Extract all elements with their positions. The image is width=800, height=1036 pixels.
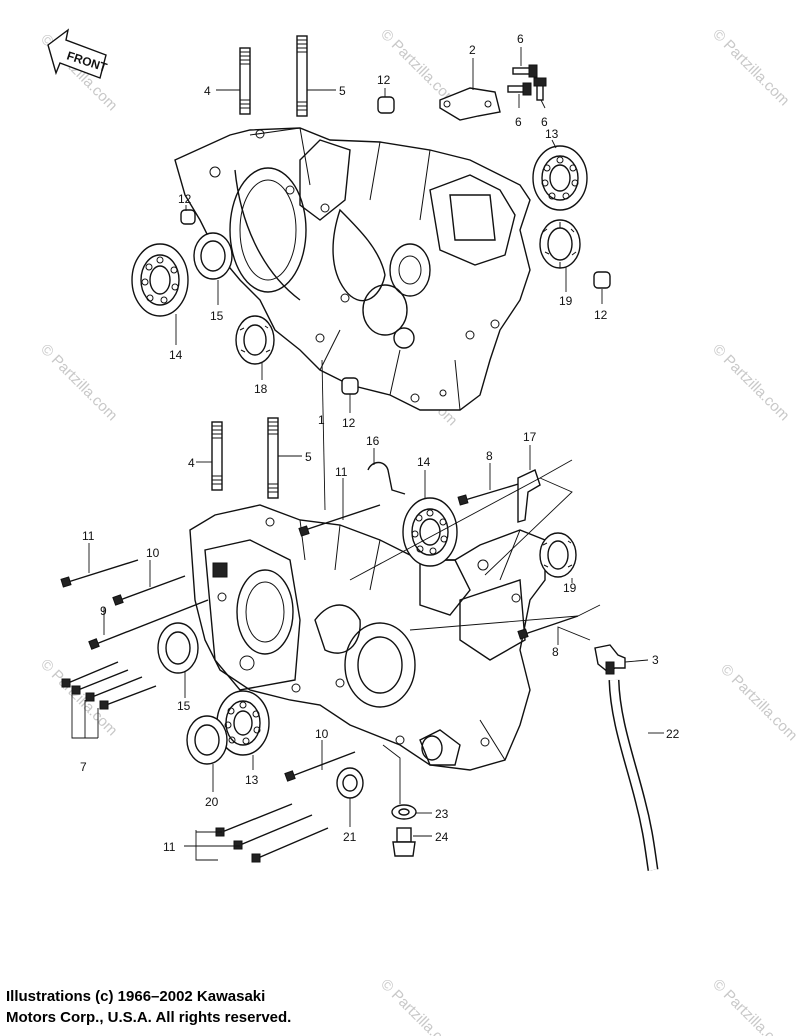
dowel-pin-icon: [341, 377, 359, 395]
callout-c12b: 12: [178, 192, 192, 206]
stud-bolt-icon: [267, 417, 279, 499]
watermark: © Partzilla.com: [37, 341, 120, 424]
oil-seal-icon: [157, 622, 199, 674]
callout-c11b: 11: [82, 529, 95, 543]
stud-bolt-icon: [211, 421, 223, 491]
copyright-line-2: Motors Corp., U.S.A. All rights reserved…: [6, 1009, 292, 1026]
bolt-icon: [60, 559, 139, 588]
callout-c11c: 11: [163, 840, 176, 854]
callout-c23: 23: [435, 807, 449, 821]
callout-c6a: 6: [517, 32, 524, 46]
callout-c4b: 4: [188, 456, 195, 470]
callout-c6b: 6: [515, 115, 522, 129]
bolt-icon: [251, 827, 329, 863]
upper-parts: [131, 35, 611, 395]
oil-seal-icon: [193, 232, 233, 280]
stud-bolt-icon: [239, 47, 251, 115]
bolt-icon: [284, 751, 356, 782]
watermark: © Partzilla.com: [717, 661, 800, 744]
callout-c15b: 15: [177, 699, 191, 713]
callout-c20: 20: [205, 795, 219, 809]
callout-c5a: 5: [339, 84, 346, 98]
ball-bearing-icon: [216, 690, 270, 756]
bolt-icon: [233, 814, 313, 850]
ball-bearing-icon: [131, 243, 189, 317]
ball-bearing-icon: [532, 145, 588, 211]
callout-c14a: 14: [169, 348, 183, 362]
callout-c14b: 14: [417, 455, 431, 469]
bolt-icon: [61, 661, 119, 688]
callout-c19b: 19: [563, 581, 577, 595]
screw-icon: [507, 82, 532, 96]
callout-c8a: 8: [486, 449, 493, 463]
callout-c13a: 13: [545, 127, 559, 141]
callout-c19a: 19: [559, 294, 573, 308]
callout-c9: 9: [100, 604, 107, 618]
callout-c10a: 10: [146, 546, 160, 560]
callout-c13b: 13: [245, 773, 259, 787]
lower-parts: [60, 417, 659, 871]
dowel-pin-icon: [593, 271, 611, 289]
callout-c24: 24: [435, 830, 449, 844]
copyright-notice: Illustrations (c) 1966–2002 Kawasaki Mot…: [6, 986, 426, 1028]
copyright-line-1: Illustrations (c) 1966–2002 Kawasaki: [6, 988, 266, 1005]
callout-c6c: 6: [541, 115, 548, 129]
bolt-icon: [112, 575, 186, 606]
callout-c3: 3: [652, 653, 659, 667]
callout-c7: 7: [80, 760, 87, 774]
drain-plug-icon: [392, 827, 416, 857]
bolt-icon: [71, 669, 129, 695]
callout-labels: 4 5 12 2 6 6 6 13 12 14 15 18 19 12 12 1…: [80, 32, 680, 854]
callout-c2: 2: [469, 43, 476, 57]
oil-seal-icon: [336, 767, 364, 799]
callout-c11a: 11: [335, 465, 348, 479]
dowel-pin-icon: [377, 96, 395, 114]
bolt-icon: [88, 599, 209, 650]
hose-fitting-icon: [594, 644, 626, 675]
lower-crankcase: [189, 504, 546, 771]
screw-icon: [533, 77, 547, 101]
watermark: © Partzilla.com: [709, 341, 792, 424]
oil-seal-icon: [186, 715, 228, 765]
callout-c15a: 15: [210, 309, 224, 323]
stud-bolt-icon: [296, 35, 308, 117]
needle-bearing-icon: [539, 219, 581, 269]
callout-c17: 17: [523, 430, 537, 444]
callout-c8b: 8: [552, 645, 559, 659]
bracket-icon: [517, 469, 541, 523]
leader-lines: [71, 47, 664, 861]
callout-c4a: 4: [204, 84, 211, 98]
callout-c12d: 12: [342, 416, 356, 430]
upper-crankcase: [174, 127, 531, 411]
callout-c21: 21: [343, 830, 357, 844]
bolt-icon: [517, 615, 579, 640]
bolt-icon: [99, 685, 157, 710]
callout-c16: 16: [366, 434, 380, 448]
bolt-icon: [298, 504, 381, 537]
callout-c22: 22: [666, 727, 680, 741]
needle-bearing-icon: [235, 315, 275, 365]
watermark: © Partzilla.com: [37, 656, 120, 739]
front-arrow-icon: FRONT: [47, 28, 109, 79]
callout-c1: 1: [318, 413, 325, 427]
bolt-icon: [457, 481, 526, 506]
cable-clip-icon: [367, 461, 406, 495]
callout-c10b: 10: [315, 727, 329, 741]
bolt-icon: [215, 803, 293, 837]
ball-bearing-icon: [402, 497, 458, 567]
watermark: © Partzilla.com: [709, 976, 792, 1036]
dowel-pin-icon: [180, 209, 196, 225]
screw-icon: [512, 64, 538, 78]
watermark: © Partzilla.com: [709, 26, 792, 109]
callout-c5b: 5: [305, 450, 312, 464]
callout-c12a: 12: [377, 73, 391, 87]
needle-bearing-icon: [539, 532, 577, 578]
washer-icon: [391, 804, 417, 820]
callout-c12c: 12: [594, 308, 608, 322]
callout-c18: 18: [254, 382, 268, 396]
bracket-icon: [439, 87, 501, 121]
bolt-icon: [85, 676, 143, 702]
